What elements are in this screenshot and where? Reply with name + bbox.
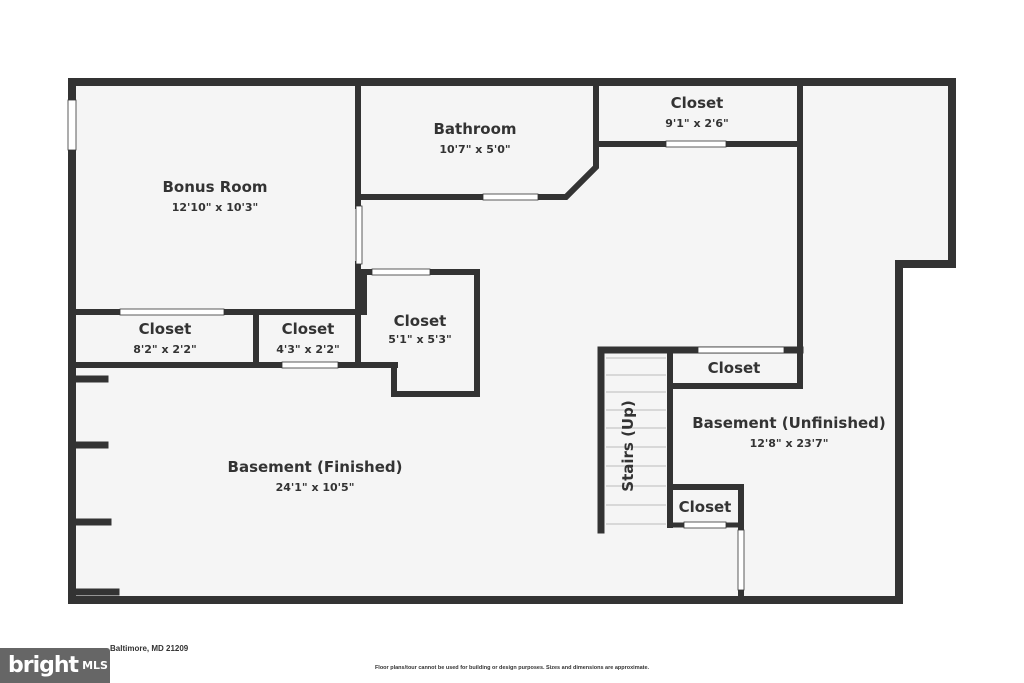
window bbox=[67, 99, 77, 151]
room-dims: 12'8" x 23'7" bbox=[750, 437, 829, 450]
room-dims: 9'1" x 2'6" bbox=[665, 117, 729, 130]
room-name: Closet bbox=[671, 94, 724, 112]
room-dims: 4'3" x 2'2" bbox=[276, 343, 340, 356]
floor-area bbox=[72, 82, 952, 600]
room-dims: 8'2" x 2'2" bbox=[133, 343, 197, 356]
room-name: Closet bbox=[139, 320, 192, 338]
room-name: Closet bbox=[708, 359, 761, 377]
stair-treads bbox=[606, 357, 666, 525]
door-left-closet bbox=[119, 308, 225, 316]
door-mid-closet bbox=[281, 361, 339, 369]
disclaimer-text: Floor plans/tour cannot be used for buil… bbox=[374, 665, 650, 671]
room-name: Closet bbox=[679, 498, 732, 516]
door-bathroom bbox=[482, 193, 539, 201]
room-name: Closet bbox=[394, 312, 447, 330]
room-name: Closet bbox=[282, 320, 335, 338]
door-bonus bbox=[355, 205, 363, 265]
openings bbox=[67, 99, 785, 591]
logo-suffix: MLS bbox=[82, 659, 108, 672]
bright-mls-logo: bright MLS bbox=[0, 648, 110, 683]
room-name: Bonus Room bbox=[162, 178, 267, 196]
room-labels: Bonus Room 12'10" x 10'3" Bathroom 10'7"… bbox=[133, 94, 886, 516]
property-address: Baltimore, MD 21209 bbox=[110, 644, 189, 653]
room-name: Bathroom bbox=[433, 120, 516, 138]
room-dims: 12'10" x 10'3" bbox=[172, 201, 259, 214]
stairs-label: Stairs (Up) bbox=[619, 400, 637, 491]
door-top-closet bbox=[665, 140, 727, 148]
room-name: Basement (Finished) bbox=[228, 458, 403, 476]
room-dims: 5'1" x 5'3" bbox=[388, 333, 452, 346]
door-center-closet bbox=[371, 268, 431, 276]
room-name: Basement (Unfinished) bbox=[692, 414, 886, 432]
door-bottom-right bbox=[737, 529, 745, 591]
logo-wordmark: bright bbox=[8, 653, 79, 678]
room-dims: 24'1" x 10'5" bbox=[276, 481, 355, 494]
room-dims: 10'7" x 5'0" bbox=[439, 143, 510, 156]
door-bottom-closet bbox=[683, 521, 727, 529]
door-stairs-closet bbox=[697, 346, 785, 354]
